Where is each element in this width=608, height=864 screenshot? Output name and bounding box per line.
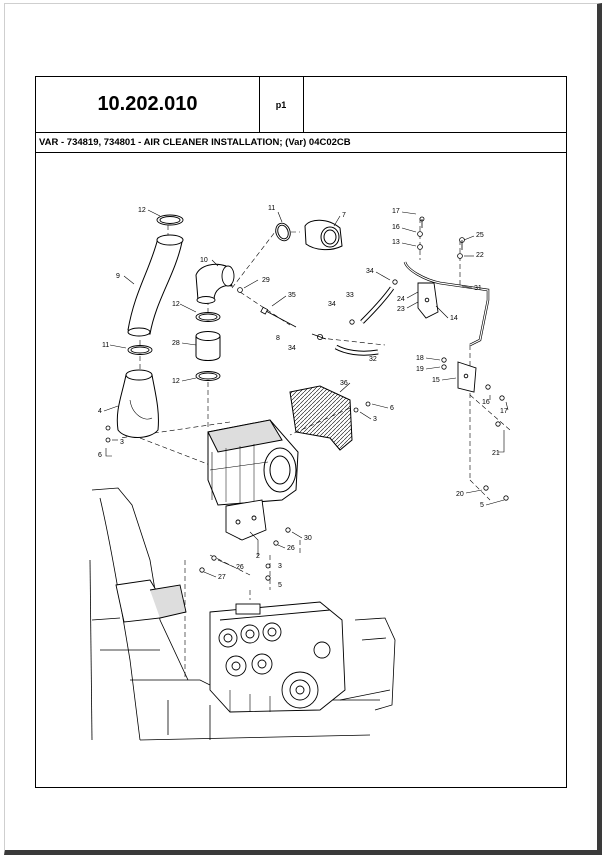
callout-7: 7 [342,212,346,219]
diagram-panel [35,152,567,788]
diagram-title: VAR - 734819, 734801 - AIR CLEANER INSTA… [35,132,567,153]
precleaner-detail [129,399,153,420]
callout-25: 25 [476,232,484,239]
hose-clamp-12-bottom [195,371,221,381]
callout-6: 6 [390,405,394,412]
callout-26: 26 [287,545,295,552]
callout-13: 13 [392,239,400,246]
callout-34: 34 [288,345,296,352]
callout-31: 31 [474,285,482,292]
precleaner-hood-4 [116,374,159,438]
callout-27: 27 [218,574,226,581]
callout-10: 10 [200,257,208,264]
callout-33: 33 [346,292,354,299]
callout-21: 21 [492,450,500,457]
callout-34: 34 [328,301,336,308]
callout-11: 11 [268,205,275,212]
callout-3: 3 [373,416,377,423]
elbow-inlet [196,296,216,304]
air-cleaner-housing [207,419,299,506]
fasteners-center [105,401,371,581]
nut-34-left [311,333,327,340]
fasteners-right [349,216,509,501]
callout-24: 24 [397,296,405,303]
hose-9-end [156,234,184,246]
hose-clamp-11 [127,345,153,355]
callout-26: 26 [236,564,244,571]
bracket-14 [417,282,439,319]
callout-3: 3 [120,439,124,446]
adapter-7 [304,219,343,251]
bolt-35 [260,306,297,328]
breather-tube-inner [404,261,489,346]
callout-34: 34 [366,268,374,275]
bracket-15 [457,361,477,393]
elbow-outlet [221,265,235,287]
callout-11: 11 [102,342,109,349]
callout-17: 17 [500,408,508,415]
callout-22: 22 [476,252,484,259]
callout-28: 28 [172,340,180,347]
callout-5: 5 [480,502,484,509]
callout-16: 16 [482,399,490,406]
callout-3: 3 [278,563,282,570]
callout-12: 12 [138,207,146,214]
callout-17: 17 [392,208,400,215]
leader-brackets [103,209,509,578]
hose-clamp-11-top [275,222,291,242]
hose-9-bottom-end [127,327,151,337]
precleaner-inlet [125,369,153,381]
callout-5: 5 [278,582,282,589]
callout-18: 18 [416,355,424,362]
callout-36: 36 [340,380,348,387]
section-code: 10.202.010 [36,77,260,132]
callout-12: 12 [172,301,180,308]
callout-6: 6 [98,452,102,459]
hose-clamp-12-top [156,214,184,226]
callout-19: 19 [416,366,424,373]
callout-12: 12 [172,378,180,385]
callout-labels: 12 9 11 4 6 3 10 29 12 35 28 12 11 7 8 3… [98,205,508,589]
engine-block [209,601,346,713]
callout-2: 2 [256,553,260,560]
callout-4: 4 [98,408,102,415]
header-table: 10.202.010 p1 [35,76,567,132]
callout-23: 23 [397,306,405,313]
callout-8: 8 [276,335,280,342]
heat-shield-36 [289,385,353,451]
callout-15: 15 [432,377,440,384]
mounting-bracket-2 [225,499,267,541]
hose-clamp-12-mid [195,312,221,322]
callout-30: 30 [304,535,312,542]
callout-20: 20 [456,491,464,498]
machine-frame [89,487,396,741]
callout-16: 16 [392,224,400,231]
intake-elbow-hose-9 [127,237,183,335]
callout-35: 35 [288,292,296,299]
page-label: p1 [259,77,304,132]
bolt-29 [237,287,243,293]
callout-9: 9 [116,273,120,280]
callout-14: 14 [450,315,458,322]
side-tank [115,579,187,623]
callout-29: 29 [262,277,270,284]
callout-32: 32 [369,356,377,363]
sleeve-28 [195,331,221,361]
page-frame [4,3,602,855]
